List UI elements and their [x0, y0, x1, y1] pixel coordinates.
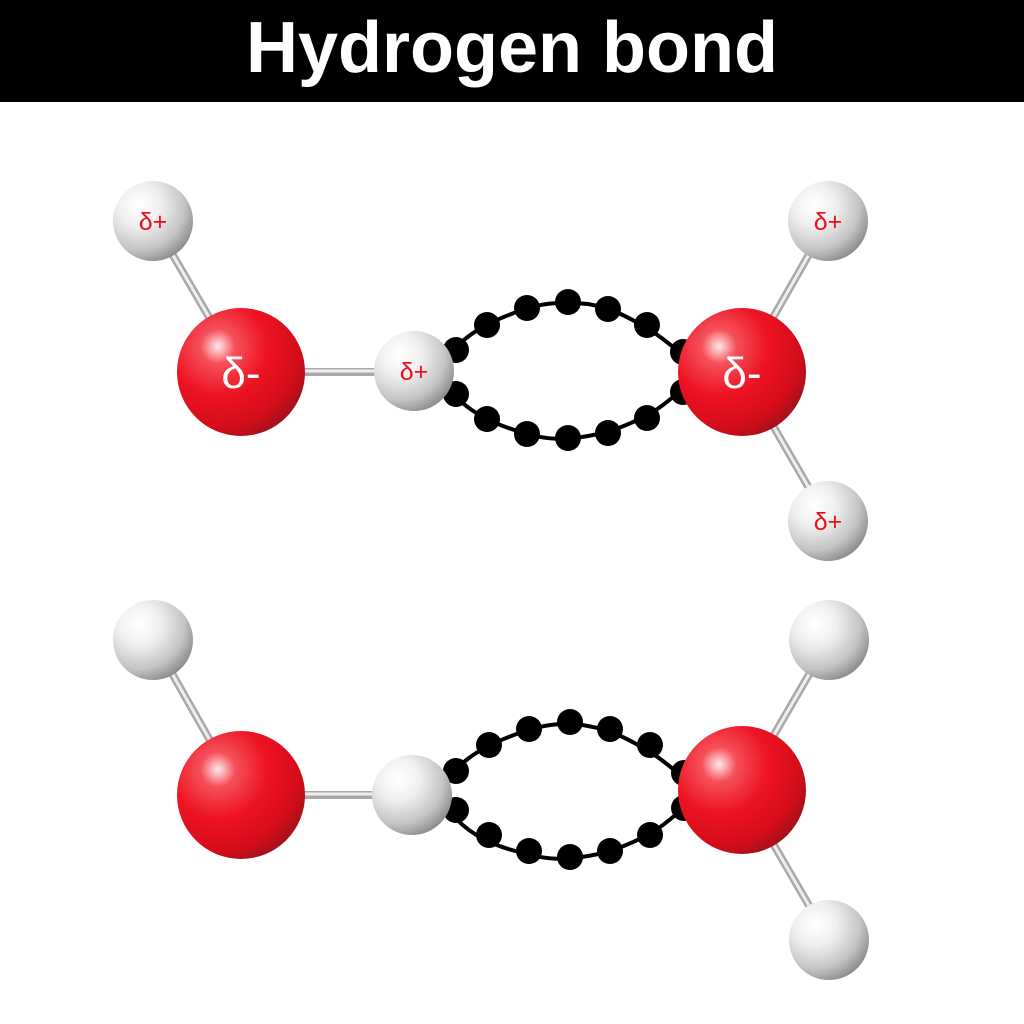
title-bar: Hydrogen bond [0, 0, 1024, 102]
labeled-molecule-pair: δ+ δ- δ+ δ- δ+ δ+ [113, 181, 868, 561]
page-title: Hydrogen bond [246, 8, 778, 88]
charge-label: δ+ [814, 208, 843, 236]
charge-label: δ- [722, 349, 761, 398]
hydrogen-atom-left-top [113, 600, 193, 680]
charge-label: δ+ [400, 358, 429, 386]
oxygen-atom-left: δ- [177, 308, 305, 436]
hydrogen-atom-right-top [789, 600, 869, 680]
hydrogen-atom-right-bottom: δ+ [788, 481, 868, 561]
oxygen-atom-right: δ- [678, 308, 806, 436]
hydrogen-atom-bridge [372, 755, 452, 835]
hydrogen-atom-right-bottom [789, 900, 869, 980]
hydrogen-atom-bridge: δ+ [374, 331, 454, 411]
hydrogen-atom-left-top: δ+ [113, 181, 193, 261]
oxygen-atom-right [678, 726, 806, 854]
hydrogen-bond-ellipse [443, 709, 697, 870]
charge-label: δ+ [814, 508, 843, 536]
oxygen-atom-left [177, 731, 305, 859]
unlabeled-molecule-pair [113, 600, 869, 980]
hydrogen-atom-right-top: δ+ [788, 181, 868, 261]
hydrogen-bond-ellipse [443, 289, 696, 451]
charge-label: δ+ [139, 208, 168, 236]
charge-label: δ- [221, 349, 260, 398]
